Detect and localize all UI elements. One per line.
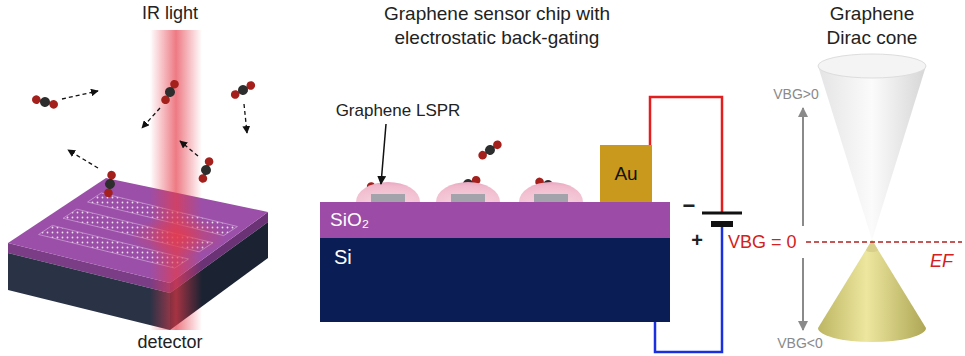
panel-label: detector: [137, 331, 202, 354]
polarity-sign: −: [683, 192, 696, 220]
oxide-layer: SiO₂: [320, 202, 670, 238]
fermi-level: EF: [930, 250, 953, 273]
silicon-substrate: Si: [320, 238, 670, 322]
sensor-chip: [8, 178, 268, 330]
gate-direction: VBG>0: [773, 86, 819, 104]
graphene-ribbons: [356, 182, 583, 202]
panel-label: IR light: [142, 2, 198, 25]
part-label: Graphene LSPR: [336, 100, 461, 121]
ir-beam: [150, 30, 202, 330]
motion-arrows: [62, 91, 247, 168]
dirac-cone: [803, 54, 962, 342]
panel-title: Graphene Dirac cone: [812, 2, 932, 50]
gate-voltage: VBG = 0: [728, 231, 797, 254]
leader-line: [381, 124, 386, 184]
polarity-sign: +: [691, 228, 703, 253]
co2-molecules: [31, 78, 562, 198]
battery-symbol: [698, 213, 746, 224]
panel-title: Graphene sensor chip with electrostatic …: [347, 2, 647, 50]
layer-label: Au: [614, 163, 637, 185]
gold-contact: Au: [600, 145, 652, 202]
gate-direction: VBG<0: [777, 335, 823, 353]
layer-label: Si: [334, 246, 352, 269]
layer-label: SiO₂: [330, 209, 369, 231]
